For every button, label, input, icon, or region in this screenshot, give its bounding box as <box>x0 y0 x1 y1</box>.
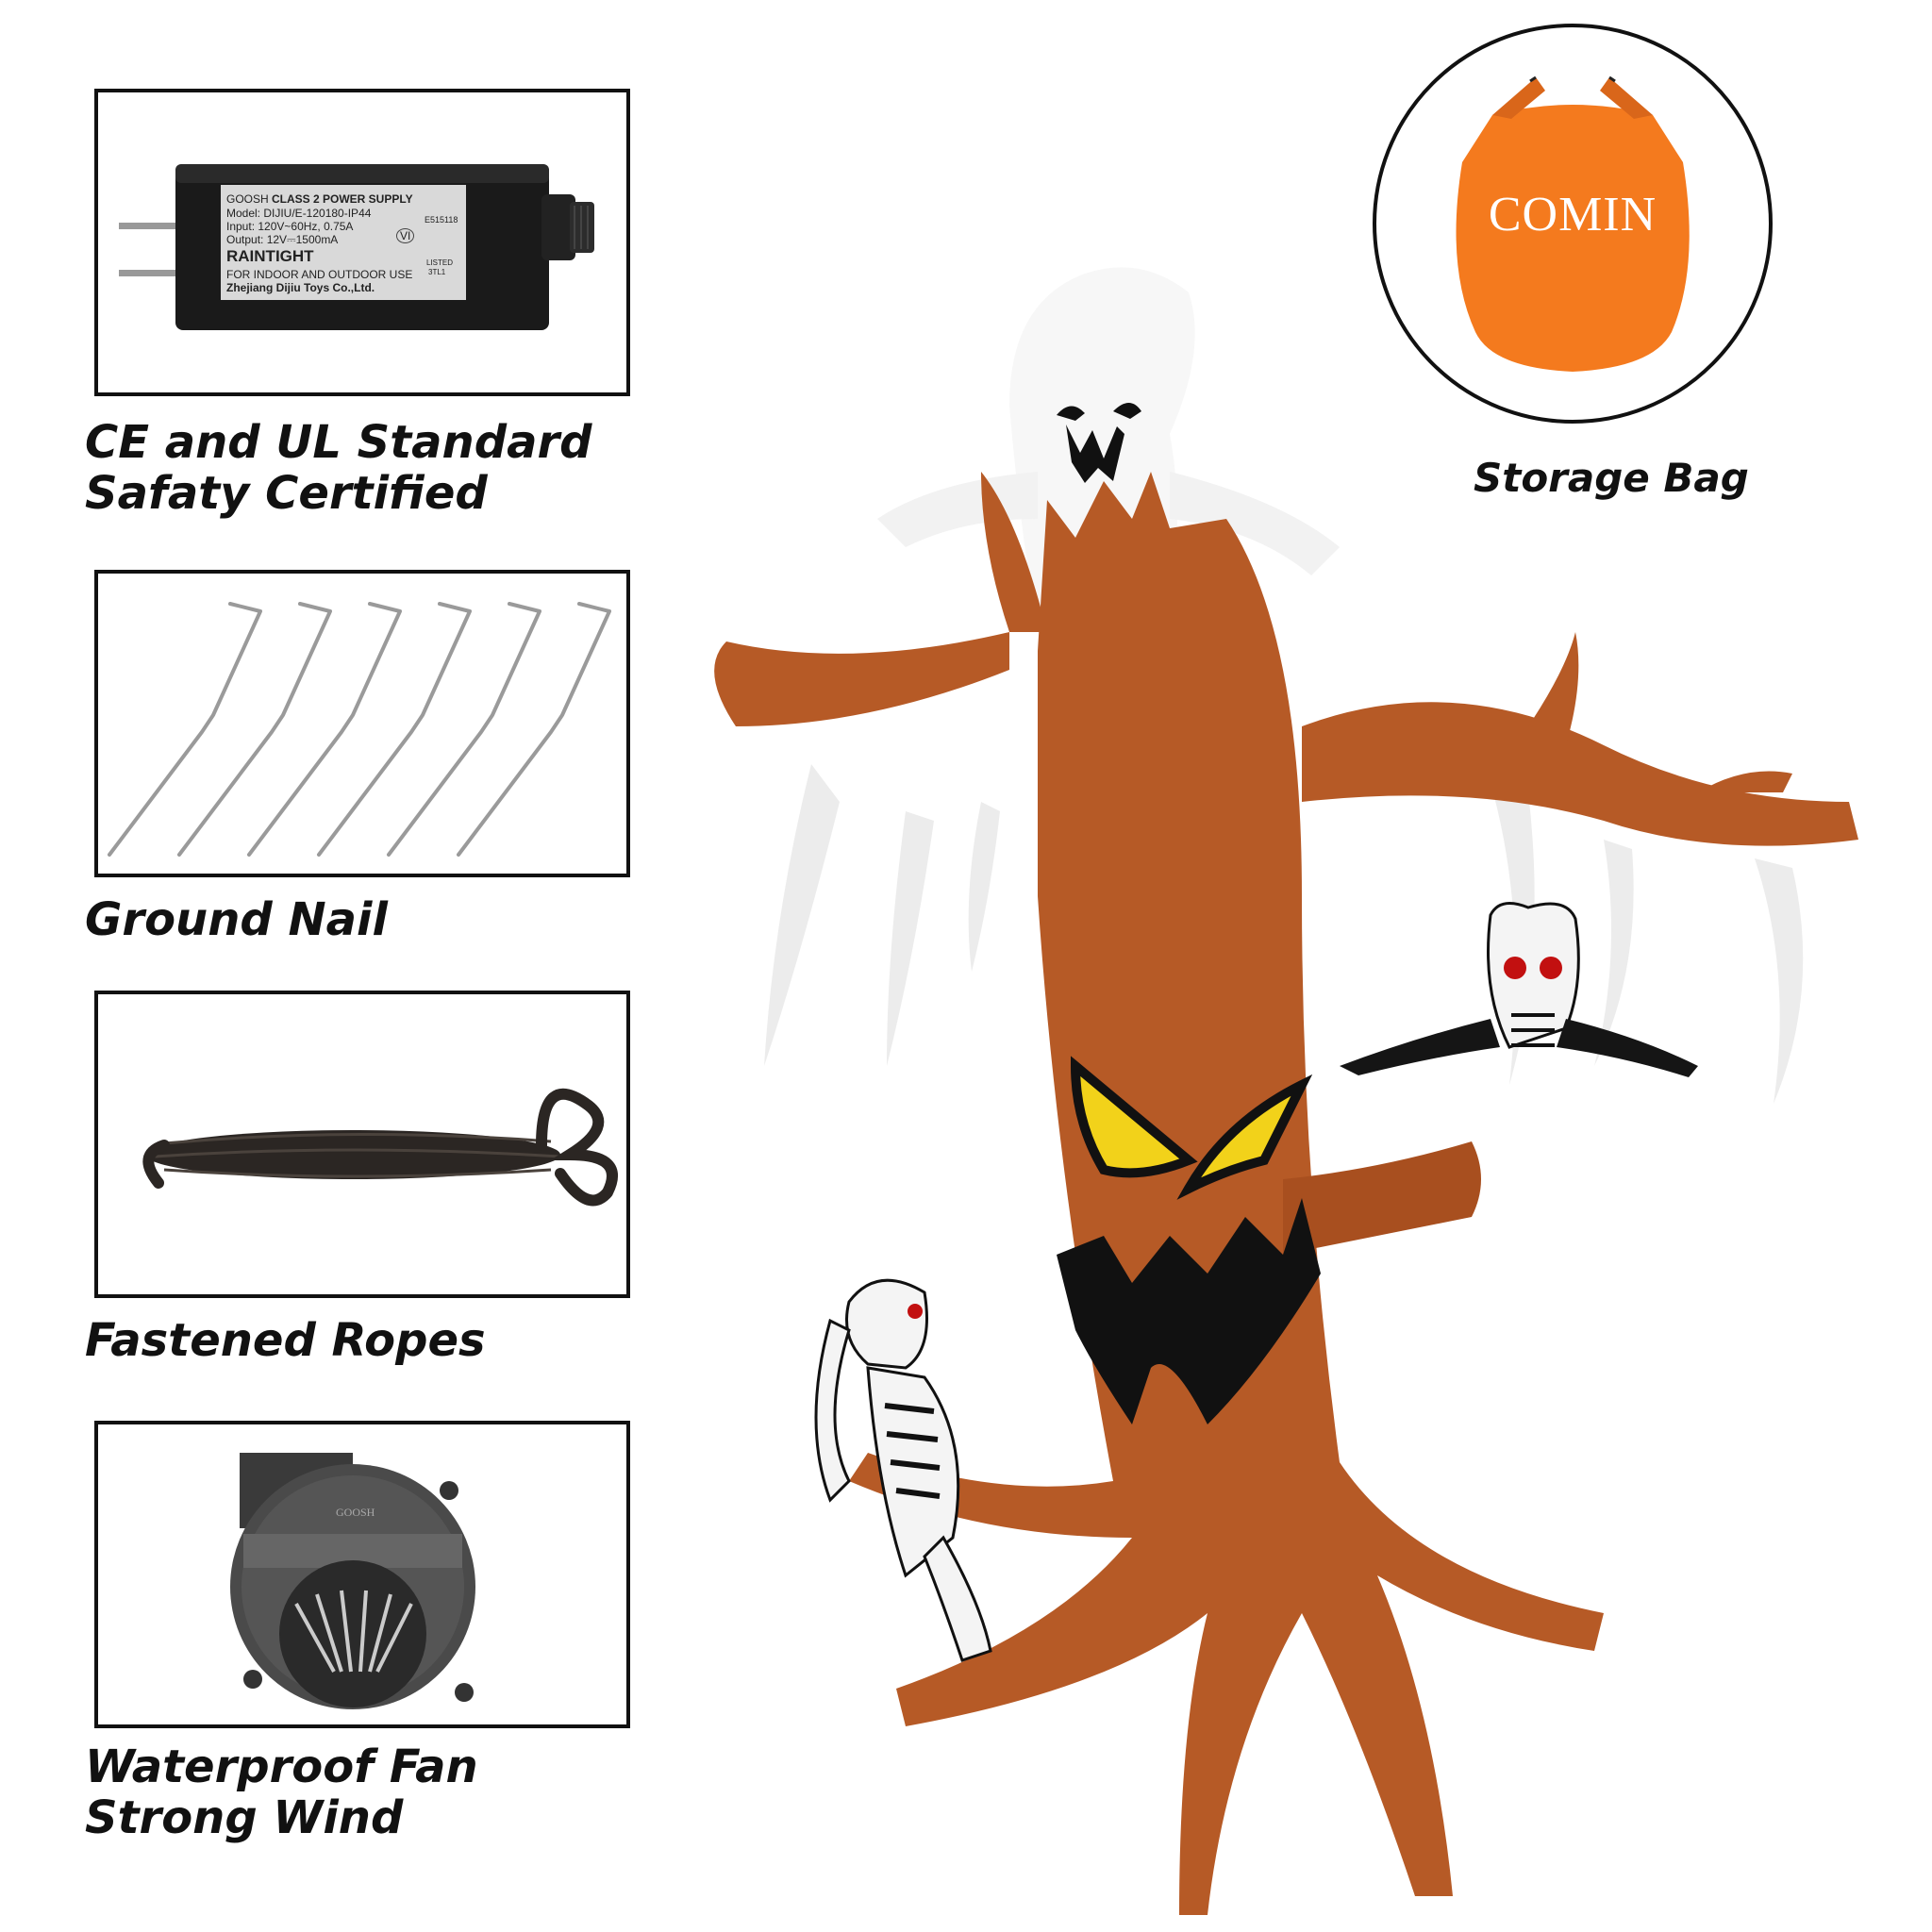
nail-1 <box>108 602 262 857</box>
power-code: E515118 <box>425 215 458 225</box>
caption-ropes: Fastened Ropes <box>85 1314 486 1367</box>
ground-nail-panel <box>94 570 630 877</box>
nail-3 <box>247 602 402 857</box>
power-input: Input: 120V~60Hz, 0.75A <box>226 220 354 233</box>
vi-mark: VI <box>396 228 415 243</box>
storage-bag-callout: COMIN Storage Bag <box>1370 21 1775 534</box>
storage-bag-circle <box>1373 24 1773 424</box>
skeleton-figure <box>814 1278 992 1662</box>
nail-5 <box>387 602 541 857</box>
power-supply-image <box>119 164 594 330</box>
power-supply-panel: GOOSH CLASS 2 POWER SUPPLY Model: DIJIU/… <box>94 89 630 396</box>
power-maker: Zhejiang Dijiu Toys Co.,Ltd. <box>226 281 375 294</box>
owl-figure <box>1340 902 1698 1077</box>
waterproof-fan-panel: GOOSH <box>94 1421 630 1728</box>
power-title: CLASS 2 POWER SUPPLY <box>272 192 413 206</box>
nail-2 <box>177 602 332 857</box>
caption-fan: Waterproof Fan Strong Wind <box>85 1740 478 1844</box>
fastened-ropes-panel <box>94 991 630 1298</box>
ground-nails-image <box>108 602 611 857</box>
bag-brand: COMIN <box>1488 188 1657 242</box>
fan-brand: GOOSH <box>336 1506 375 1519</box>
nail-4 <box>317 602 472 857</box>
nail-6 <box>457 602 611 857</box>
power-listed-code: 3TL1 <box>428 268 446 276</box>
tree-face <box>1057 1056 1321 1424</box>
fan-image <box>230 1453 475 1709</box>
caption-power: CE and UL Standard Safaty Certified <box>85 416 592 520</box>
power-use: FOR INDOOR AND OUTDOOR USE <box>226 268 413 281</box>
caption-nails: Ground Nail <box>85 893 388 946</box>
ropes-image <box>142 1088 618 1207</box>
power-brand: GOOSH <box>226 192 269 206</box>
inflatable-tree-illustration <box>698 236 1868 1924</box>
power-model: Model: DIJIU/E-120180-IP44 <box>226 207 372 220</box>
power-listed: LISTED <box>426 258 454 267</box>
caption-storage-bag: Storage Bag <box>1474 455 1749 501</box>
power-output: Output: 12V⎓1500mA <box>226 233 339 246</box>
power-rating: RAINTIGHT <box>226 247 314 265</box>
